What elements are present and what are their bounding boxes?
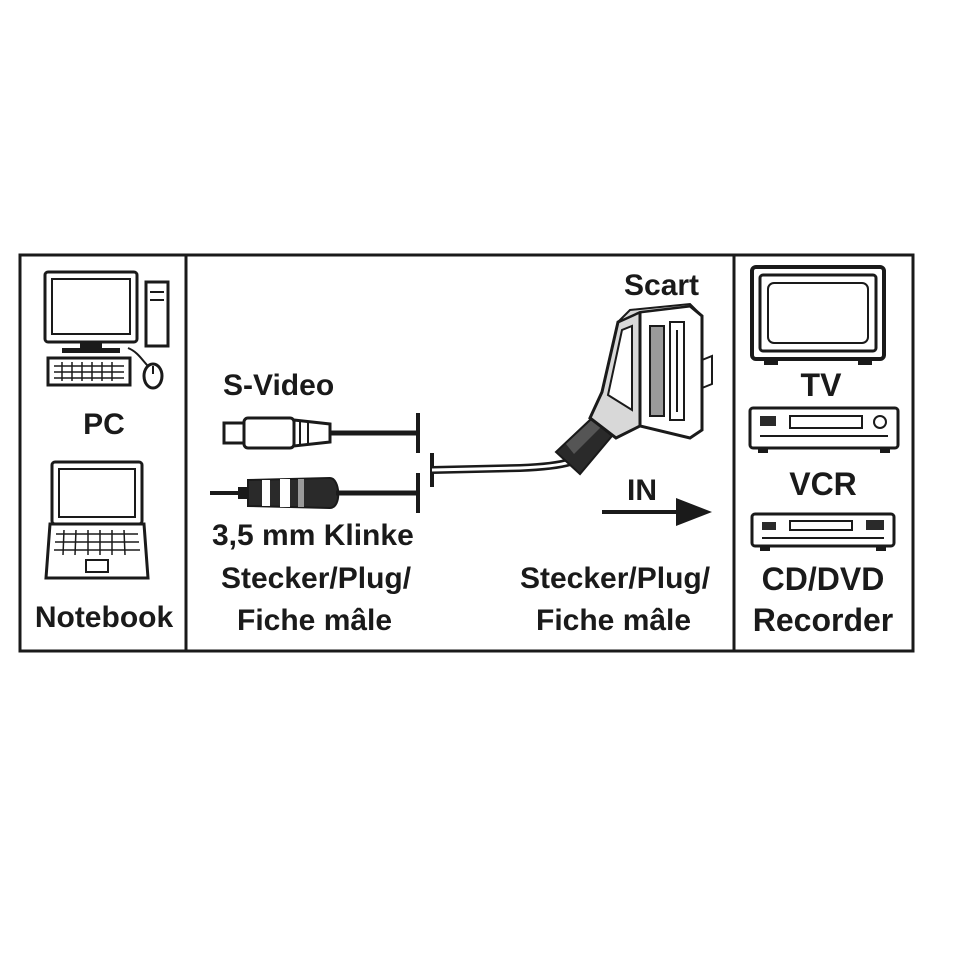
left-plug-label-line1: Stecker/Plug/ xyxy=(221,562,412,595)
diagram-frame xyxy=(18,253,915,653)
cddvd-label-line1: CD/DVD xyxy=(762,561,885,597)
dvd-recorder-icon xyxy=(750,512,896,551)
tv-icon xyxy=(750,265,886,365)
left-plug-label-line2: Fiche mâle xyxy=(237,604,392,637)
keyboard-icon xyxy=(46,356,132,387)
monitor-icon xyxy=(43,270,139,353)
laptop-icon xyxy=(44,460,150,580)
vcr-icon xyxy=(748,406,900,453)
jack-plug-icon xyxy=(210,473,420,513)
scart-label: Scart xyxy=(624,269,699,302)
vcr-label: VCR xyxy=(789,466,857,502)
mouse-icon xyxy=(127,347,164,390)
scart-plug-icon xyxy=(430,302,713,487)
notebook-label: Notebook xyxy=(35,601,174,634)
right-plug-label-line1: Stecker/Plug/ xyxy=(520,562,711,595)
jack-label: 3,5 mm Klinke xyxy=(212,519,414,552)
svideo-plug-icon xyxy=(222,413,420,453)
direction-label: IN xyxy=(627,474,657,507)
outer-border xyxy=(18,253,915,653)
tower-icon xyxy=(144,280,170,348)
svideo-label: S-Video xyxy=(223,369,334,402)
tv-label: TV xyxy=(801,367,843,403)
arrow-right-icon xyxy=(602,498,712,526)
cddvd-label-line2: Recorder xyxy=(753,602,894,638)
right-plug-label-line2: Fiche mâle xyxy=(536,604,691,637)
pc-label: PC xyxy=(83,408,125,441)
